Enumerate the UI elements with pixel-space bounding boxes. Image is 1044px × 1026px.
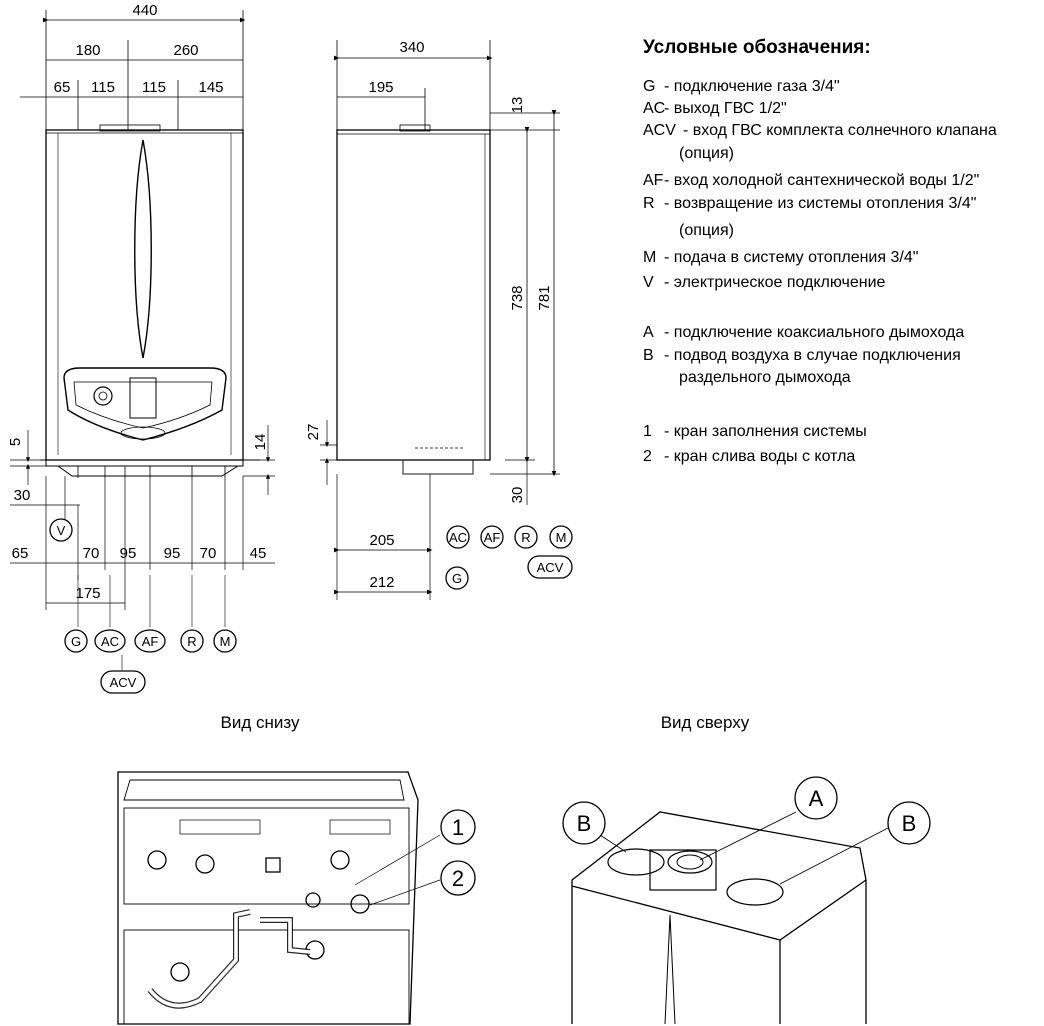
dim-440: 440 [132, 2, 157, 19]
dim-14: 14 [252, 434, 269, 451]
dim-115-top-left: 115 [91, 79, 115, 96]
legend-items: G - подключение газа 3/4" AC- выход ГВС 1/… [643, 78, 997, 465]
dim-70-bottom-left: 70 [83, 545, 100, 562]
side-callout-acv: ACV [537, 560, 564, 575]
dim-115-top-right: 115 [142, 79, 166, 96]
legend-code: V [643, 274, 654, 291]
view-callouts: 1 2 B A B [452, 786, 916, 891]
legend-code: 1 [643, 423, 652, 440]
side-view [320, 40, 573, 600]
front-callouts: V G AC AF R M ACV [57, 523, 231, 690]
dim-65-top: 65 [54, 79, 71, 96]
front-view [10, 10, 275, 694]
legend-description: (опция) [679, 222, 734, 239]
legend-description: - кран слива воды с котла [664, 448, 855, 465]
dim-30-side: 30 [509, 487, 526, 504]
legend-description: - выход ГВС 1/2" [664, 100, 787, 117]
bottom-view-title: Вид снизу [221, 713, 300, 732]
dim-95-bottom-right: 95 [164, 545, 181, 562]
dim-13: 13 [509, 97, 526, 114]
dim-212: 212 [369, 574, 394, 591]
bottom-view [117, 771, 476, 1025]
legend-description: (опция) [679, 145, 734, 162]
legend-code: 2 [643, 448, 652, 465]
top-view-title: Вид сверху [661, 713, 750, 732]
legend-description: - возвращение из системы отопления 3/4" [664, 195, 976, 212]
legend-code: R [643, 195, 655, 212]
legend-description: - подача в систему отопления 3/4" [664, 249, 918, 266]
dim-195: 195 [368, 79, 393, 96]
legend-code: M [643, 249, 656, 266]
legend-title: Условные обозначения: [643, 37, 871, 58]
side-callouts: AC AF R M ACV G [449, 530, 566, 586]
dim-65-bottom: 65 [12, 545, 29, 562]
callout-g: G [71, 634, 81, 649]
view-titles: Вид снизу Вид сверху [221, 713, 750, 732]
callout-ac: AC [101, 634, 119, 649]
dim-340: 340 [399, 39, 424, 56]
callout-acv: ACV [110, 675, 137, 690]
legend-description: - подвод воздуха в случае подключения [664, 347, 961, 364]
dim-45-bottom: 45 [250, 545, 267, 562]
top-callout-b-left: B [577, 811, 592, 836]
callout-m: M [220, 634, 231, 649]
legend-description: - подключение газа 3/4" [664, 78, 840, 95]
legend-code: ACV [643, 122, 676, 139]
callout-af: AF [142, 634, 159, 649]
top-view [562, 776, 931, 1025]
legend-code: B [643, 347, 654, 364]
top-callout-b-right: B [902, 811, 917, 836]
legend-description: - вход ГВС комплекта солнечного клапана [683, 122, 997, 139]
side-callout-af: AF [484, 530, 501, 545]
dim-70-bottom-right: 70 [200, 545, 217, 562]
dim-781: 781 [536, 285, 553, 310]
legend-code: AC [643, 100, 665, 117]
dim-27: 27 [305, 424, 322, 441]
dim-738: 738 [509, 285, 526, 310]
dim-180: 180 [75, 42, 100, 59]
legend-description: раздельного дымохода [679, 369, 851, 386]
dim-145-top: 145 [198, 79, 223, 96]
dim-30-front: 30 [14, 487, 31, 504]
legend-code: AF [643, 172, 664, 189]
legend-description: - электрическое подключение [664, 274, 886, 291]
front-dimension-labels: 440 180 260 65 115 115 145 5 30 14 65 70… [7, 2, 269, 602]
side-callout-m: M [556, 530, 567, 545]
legend-description: - кран заполнения системы [664, 423, 867, 440]
side-dimension-labels: 340 195 13 738 781 27 30 205 212 [305, 39, 553, 591]
legend-code: A [643, 324, 654, 341]
legend-description: - подключение коаксиального дымохода [664, 324, 964, 341]
callout-r: R [187, 634, 196, 649]
side-callout-ac: AC [449, 530, 467, 545]
legend-code: G [643, 78, 655, 95]
side-callout-g: G [452, 571, 462, 586]
dim-175: 175 [75, 585, 100, 602]
dim-95-bottom-left: 95 [120, 545, 137, 562]
bottom-callout-2: 2 [452, 866, 464, 891]
top-callout-a: A [809, 786, 824, 811]
legend: Условные обозначения: G - подключение газ… [643, 37, 997, 465]
side-callout-r: R [521, 530, 530, 545]
dim-205: 205 [369, 532, 394, 549]
callout-v: V [57, 523, 66, 538]
legend-description: - вход холодной сантехнической воды 1/2" [664, 172, 979, 189]
dim-260: 260 [173, 42, 198, 59]
bottom-callout-1: 1 [452, 815, 464, 840]
dim-5: 5 [7, 438, 24, 446]
